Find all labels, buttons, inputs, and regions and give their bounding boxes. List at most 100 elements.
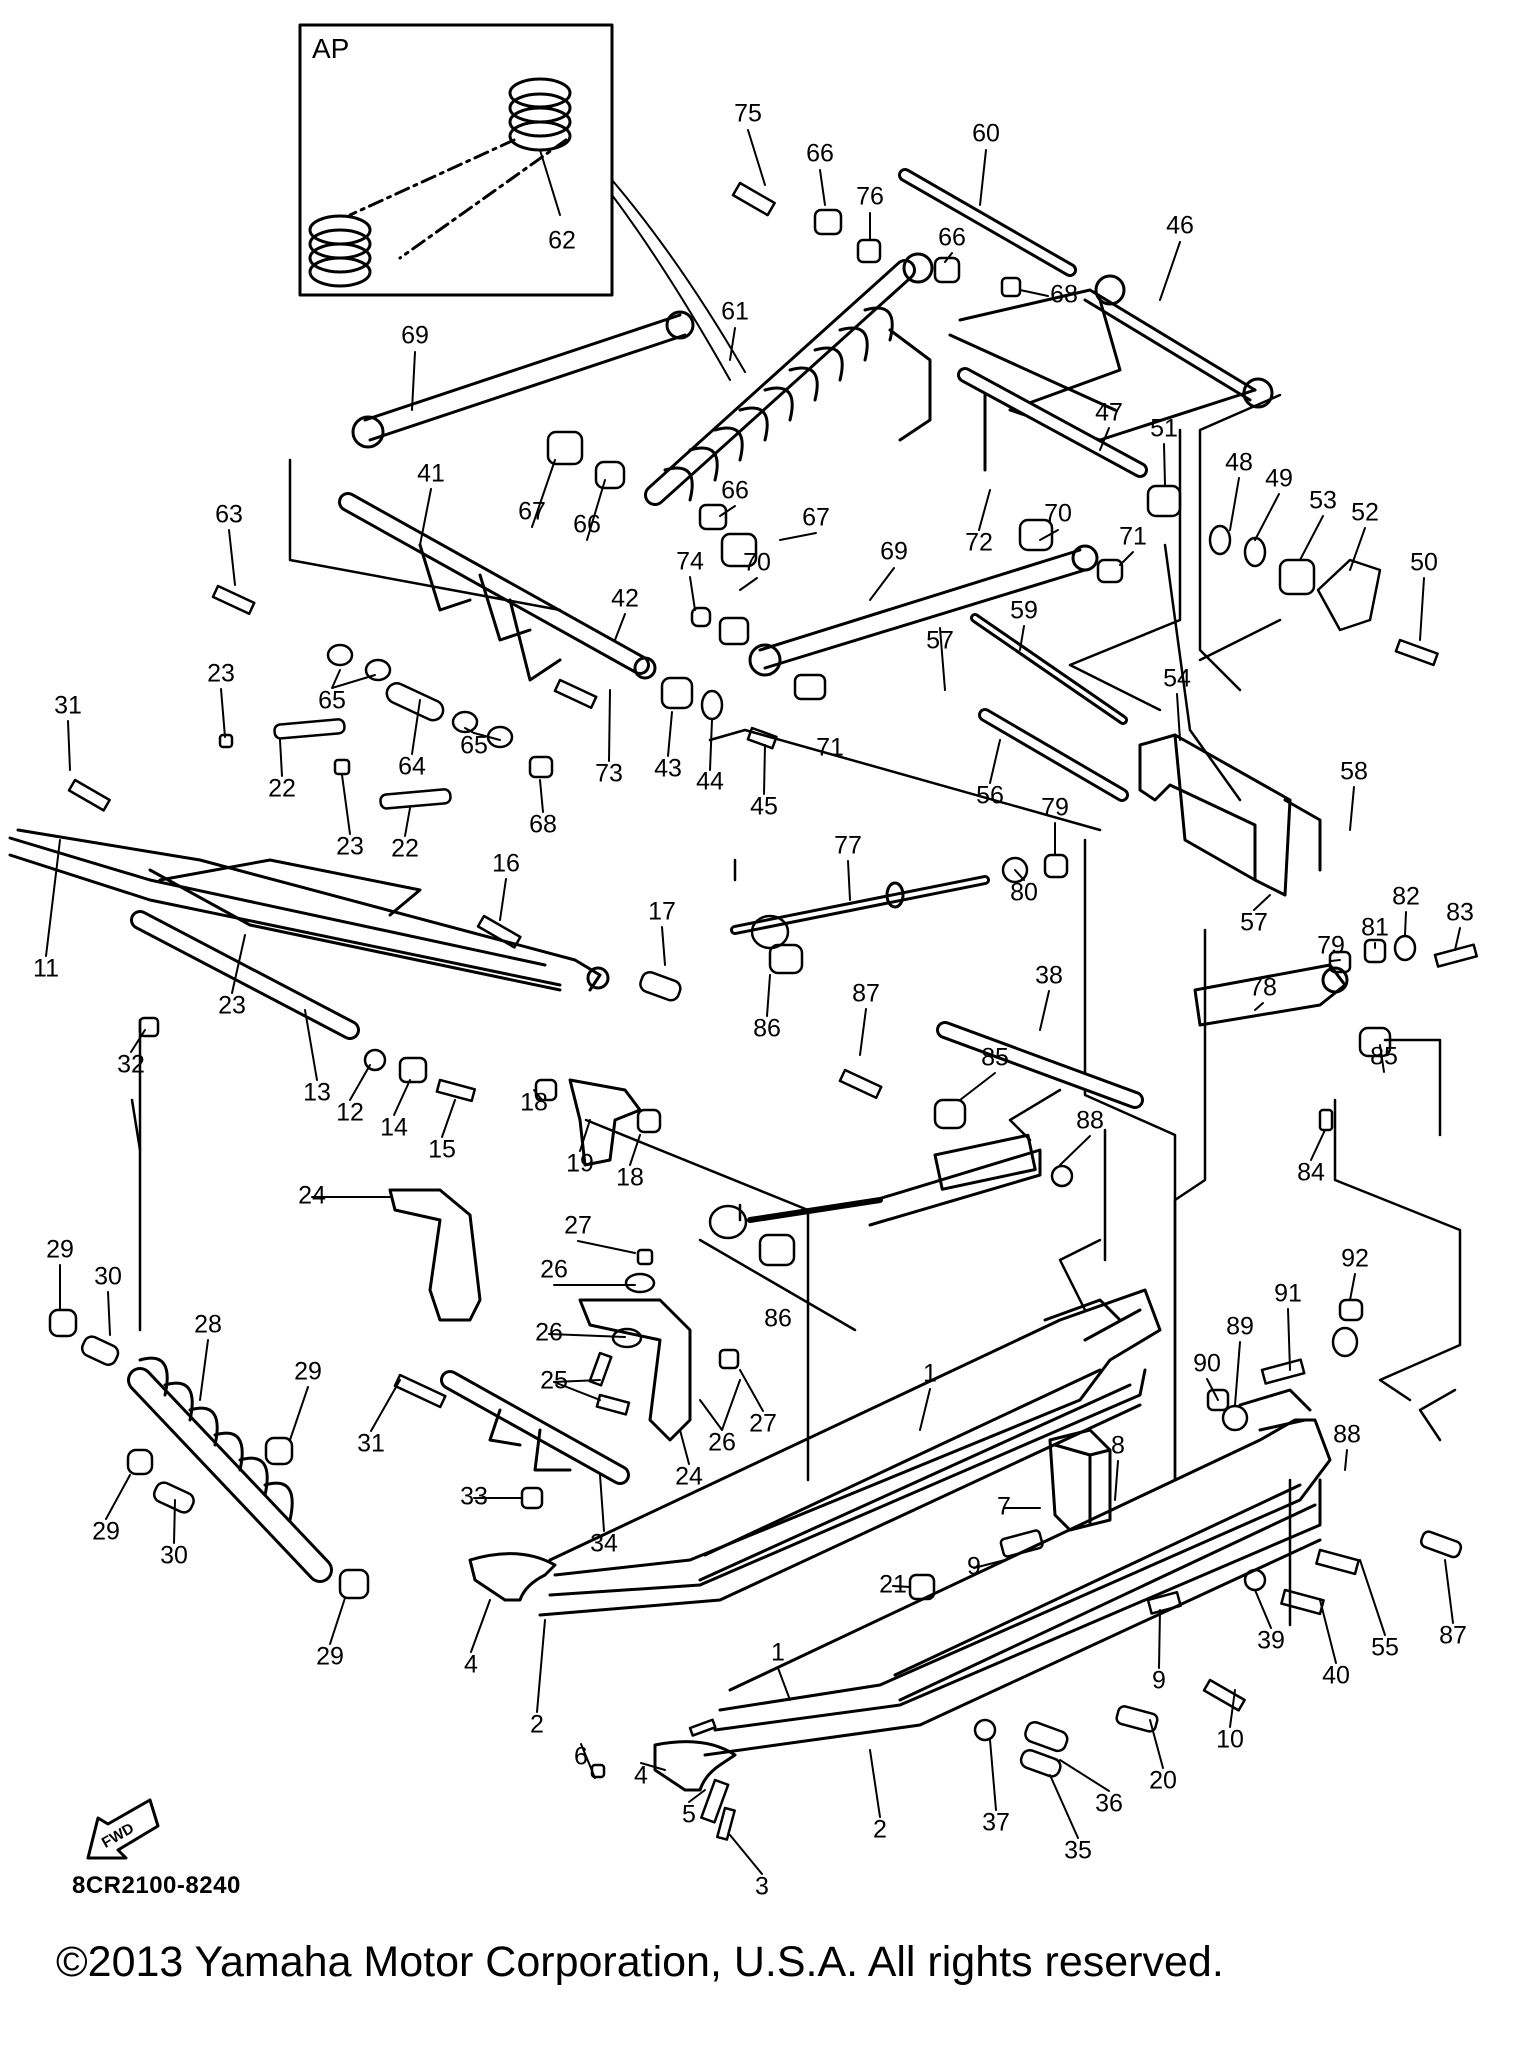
- callout-76: 76: [856, 183, 884, 211]
- callout-33: 33: [460, 1483, 488, 1511]
- callout-85: 85: [1370, 1043, 1398, 1071]
- callout-30: 30: [160, 1542, 188, 1570]
- callout-56: 56: [976, 782, 1004, 810]
- callout-26: 26: [708, 1429, 736, 1457]
- callout-55: 55: [1371, 1634, 1399, 1662]
- callout-91: 91: [1274, 1280, 1302, 1308]
- callout-5: 5: [682, 1801, 696, 1829]
- callout-69: 69: [401, 322, 429, 350]
- callout-52: 52: [1351, 499, 1379, 527]
- callout-1: 1: [771, 1639, 785, 1667]
- callout-38: 38: [1035, 962, 1063, 990]
- callout-79: 79: [1317, 932, 1345, 960]
- callout-35: 35: [1064, 1837, 1092, 1865]
- callout-70: 70: [743, 549, 771, 577]
- callout-59: 59: [1010, 597, 1038, 625]
- callout-46: 46: [1166, 212, 1194, 240]
- callout-29: 29: [92, 1518, 120, 1546]
- callout-8: 8: [1111, 1432, 1125, 1460]
- small-parts: [48, 181, 1478, 1841]
- callout-16: 16: [492, 850, 520, 878]
- shaft-41: [338, 492, 657, 682]
- ap-inset: [298, 23, 746, 381]
- callout-53: 53: [1309, 487, 1337, 515]
- callout-29: 29: [46, 1236, 74, 1264]
- callout-71: 71: [816, 734, 844, 762]
- callout-32: 32: [117, 1051, 145, 1079]
- callout-26: 26: [535, 1319, 563, 1347]
- callout-47: 47: [1095, 399, 1123, 427]
- callout-48: 48: [1225, 449, 1253, 477]
- callout-50: 50: [1410, 549, 1438, 577]
- callout-85: 85: [981, 1044, 1009, 1072]
- callout-4: 4: [464, 1651, 478, 1679]
- callout-27: 27: [749, 1410, 777, 1438]
- callout-2: 2: [530, 1711, 544, 1739]
- callout-67: 67: [802, 504, 830, 532]
- callout-86: 86: [753, 1015, 781, 1043]
- callout-40: 40: [1322, 1662, 1350, 1690]
- callout-58: 58: [1340, 758, 1368, 786]
- leader-lines: [45, 129, 1461, 1875]
- callout-11: 11: [33, 955, 59, 983]
- callout-26: 26: [540, 1256, 568, 1284]
- callout-81: 81: [1361, 914, 1389, 942]
- callout-28: 28: [194, 1311, 222, 1339]
- callout-23: 23: [218, 992, 246, 1020]
- callout-10: 10: [1216, 1726, 1244, 1754]
- callout-65: 65: [318, 687, 346, 715]
- callout-24: 24: [675, 1463, 703, 1491]
- callout-65: 65: [460, 732, 488, 760]
- callout-51: 51: [1150, 415, 1178, 443]
- callout-68: 68: [1050, 281, 1078, 309]
- link-69: [351, 310, 1099, 677]
- callout-87: 87: [1439, 1622, 1467, 1650]
- callout-88: 88: [1076, 1107, 1104, 1135]
- callout-22: 22: [268, 775, 296, 803]
- callout-88: 88: [1333, 1421, 1361, 1449]
- callout-43: 43: [654, 755, 682, 783]
- callout-66: 66: [573, 511, 601, 539]
- callout-82: 82: [1392, 883, 1420, 911]
- callout-13: 13: [303, 1079, 331, 1107]
- callout-31: 31: [357, 1430, 385, 1458]
- callout-34: 34: [590, 1530, 618, 1558]
- callout-92: 92: [1341, 1245, 1369, 1273]
- bracket-19: [568, 1078, 642, 1167]
- callout-27: 27: [564, 1212, 592, 1240]
- callout-3: 3: [755, 1873, 769, 1901]
- callout-19: 19: [566, 1150, 594, 1178]
- front-shock-28: [127, 1356, 333, 1583]
- callout-14: 14: [380, 1114, 408, 1142]
- callout-22: 22: [391, 835, 419, 863]
- callout-57: 57: [1240, 909, 1268, 937]
- callout-23: 23: [207, 660, 235, 688]
- callout-90: 90: [1193, 1350, 1221, 1378]
- callout-4: 4: [634, 1762, 648, 1790]
- arm-78: [747, 963, 1349, 1227]
- copyright-notice: ©2013 Yamaha Motor Corporation, U.S.A. A…: [56, 1938, 1224, 1986]
- callout-9: 9: [967, 1553, 981, 1581]
- callout-23: 23: [336, 833, 364, 861]
- slide-rail-1: [538, 1288, 1162, 1617]
- callout-77: 77: [834, 832, 862, 860]
- callout-41: 41: [417, 460, 445, 488]
- callout-37: 37: [982, 1809, 1010, 1837]
- callout-74: 74: [676, 548, 704, 576]
- callout-80: 80: [1010, 879, 1038, 907]
- callout-12: 12: [336, 1099, 364, 1127]
- callout-87: 87: [852, 980, 880, 1008]
- callout-68: 68: [529, 811, 557, 839]
- callout-20: 20: [1149, 1767, 1177, 1795]
- callout-9: 9: [1152, 1667, 1166, 1695]
- bracket-24: [388, 1188, 692, 1442]
- callout-86: 86: [764, 1305, 792, 1333]
- callout-69: 69: [880, 538, 908, 566]
- callout-18: 18: [616, 1164, 644, 1192]
- fwd-arrow-icon: [86, 1798, 160, 1860]
- callout-64: 64: [398, 753, 426, 781]
- callout-15: 15: [428, 1136, 456, 1164]
- block-8: [1048, 1428, 1112, 1532]
